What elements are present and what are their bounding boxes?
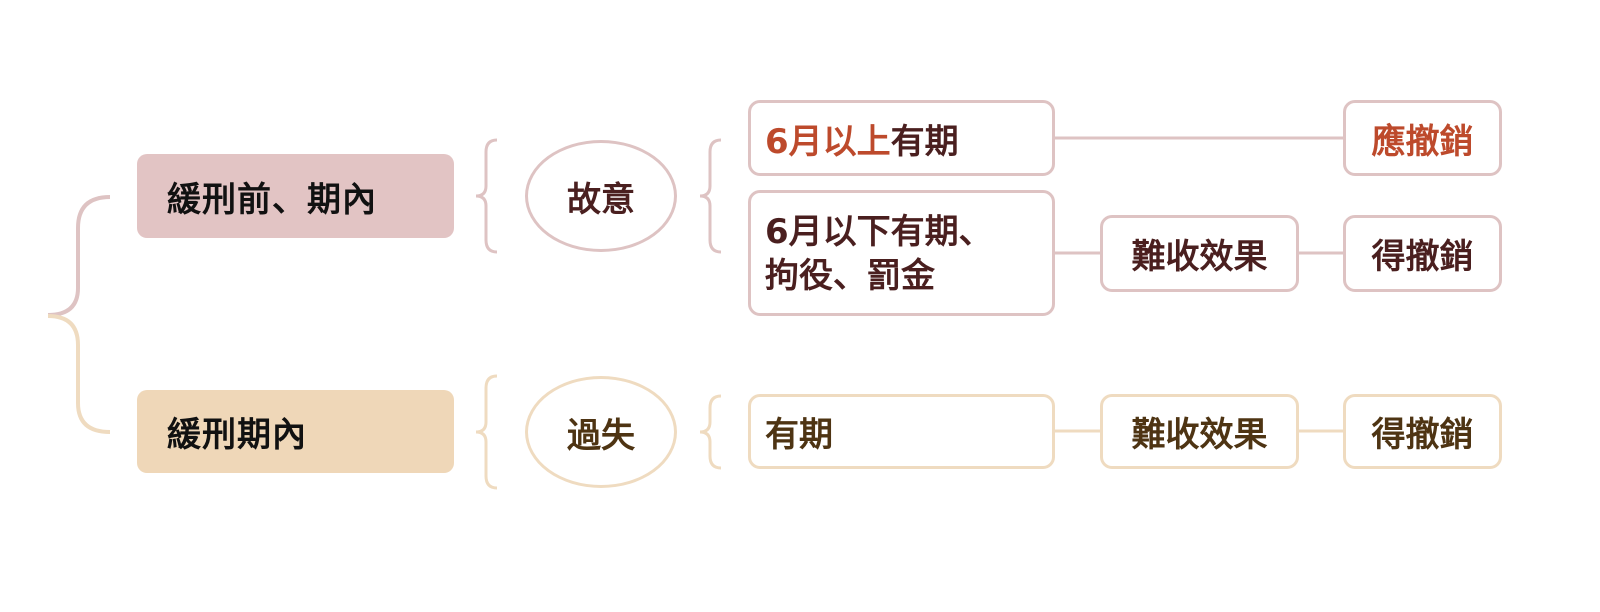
condition-over-6-months: 6月以上有期: [748, 100, 1055, 176]
condition-fixed-term: 有期: [748, 394, 1055, 469]
root-bracket-lower: [47, 314, 111, 434]
intent-label: 過失: [567, 415, 635, 456]
condition-line-1: 6月以下有期、: [765, 212, 993, 252]
condition-text: 有期: [765, 415, 833, 455]
intent-node-intentional: 故意: [525, 140, 677, 252]
effect-label: 難收效果: [1131, 415, 1268, 455]
result-label: 得撤銷: [1371, 237, 1474, 277]
intent-label: 故意: [567, 179, 635, 220]
effect-label: 難收效果: [1131, 237, 1268, 277]
result-label: 應撤銷: [1371, 121, 1474, 162]
category-label: 緩刑前、期內: [167, 179, 377, 220]
effect-ineffective-1: 難收效果: [1100, 215, 1299, 292]
result-must-revoke: 應撤銷: [1343, 100, 1502, 176]
effect-ineffective-2: 難收效果: [1100, 394, 1299, 469]
condition-line-2: 拘役、罰金: [765, 256, 935, 296]
category-label: 緩刑期內: [167, 415, 307, 455]
condition-highlight: 6月以上: [765, 121, 891, 162]
intent-node-negligent: 過失: [525, 376, 677, 488]
result-may-revoke-1: 得撤銷: [1343, 215, 1502, 292]
category-during-probation: 緩刑期內: [137, 390, 454, 473]
condition-text: 有期: [890, 121, 959, 162]
category-before-during-probation: 緩刑前、期內: [137, 154, 454, 238]
result-label: 得撤銷: [1371, 415, 1474, 455]
condition-under-6-months: 6月以下有期、 拘役、罰金: [748, 190, 1055, 316]
result-may-revoke-2: 得撤銷: [1343, 394, 1502, 469]
root-bracket-upper: [47, 195, 111, 317]
